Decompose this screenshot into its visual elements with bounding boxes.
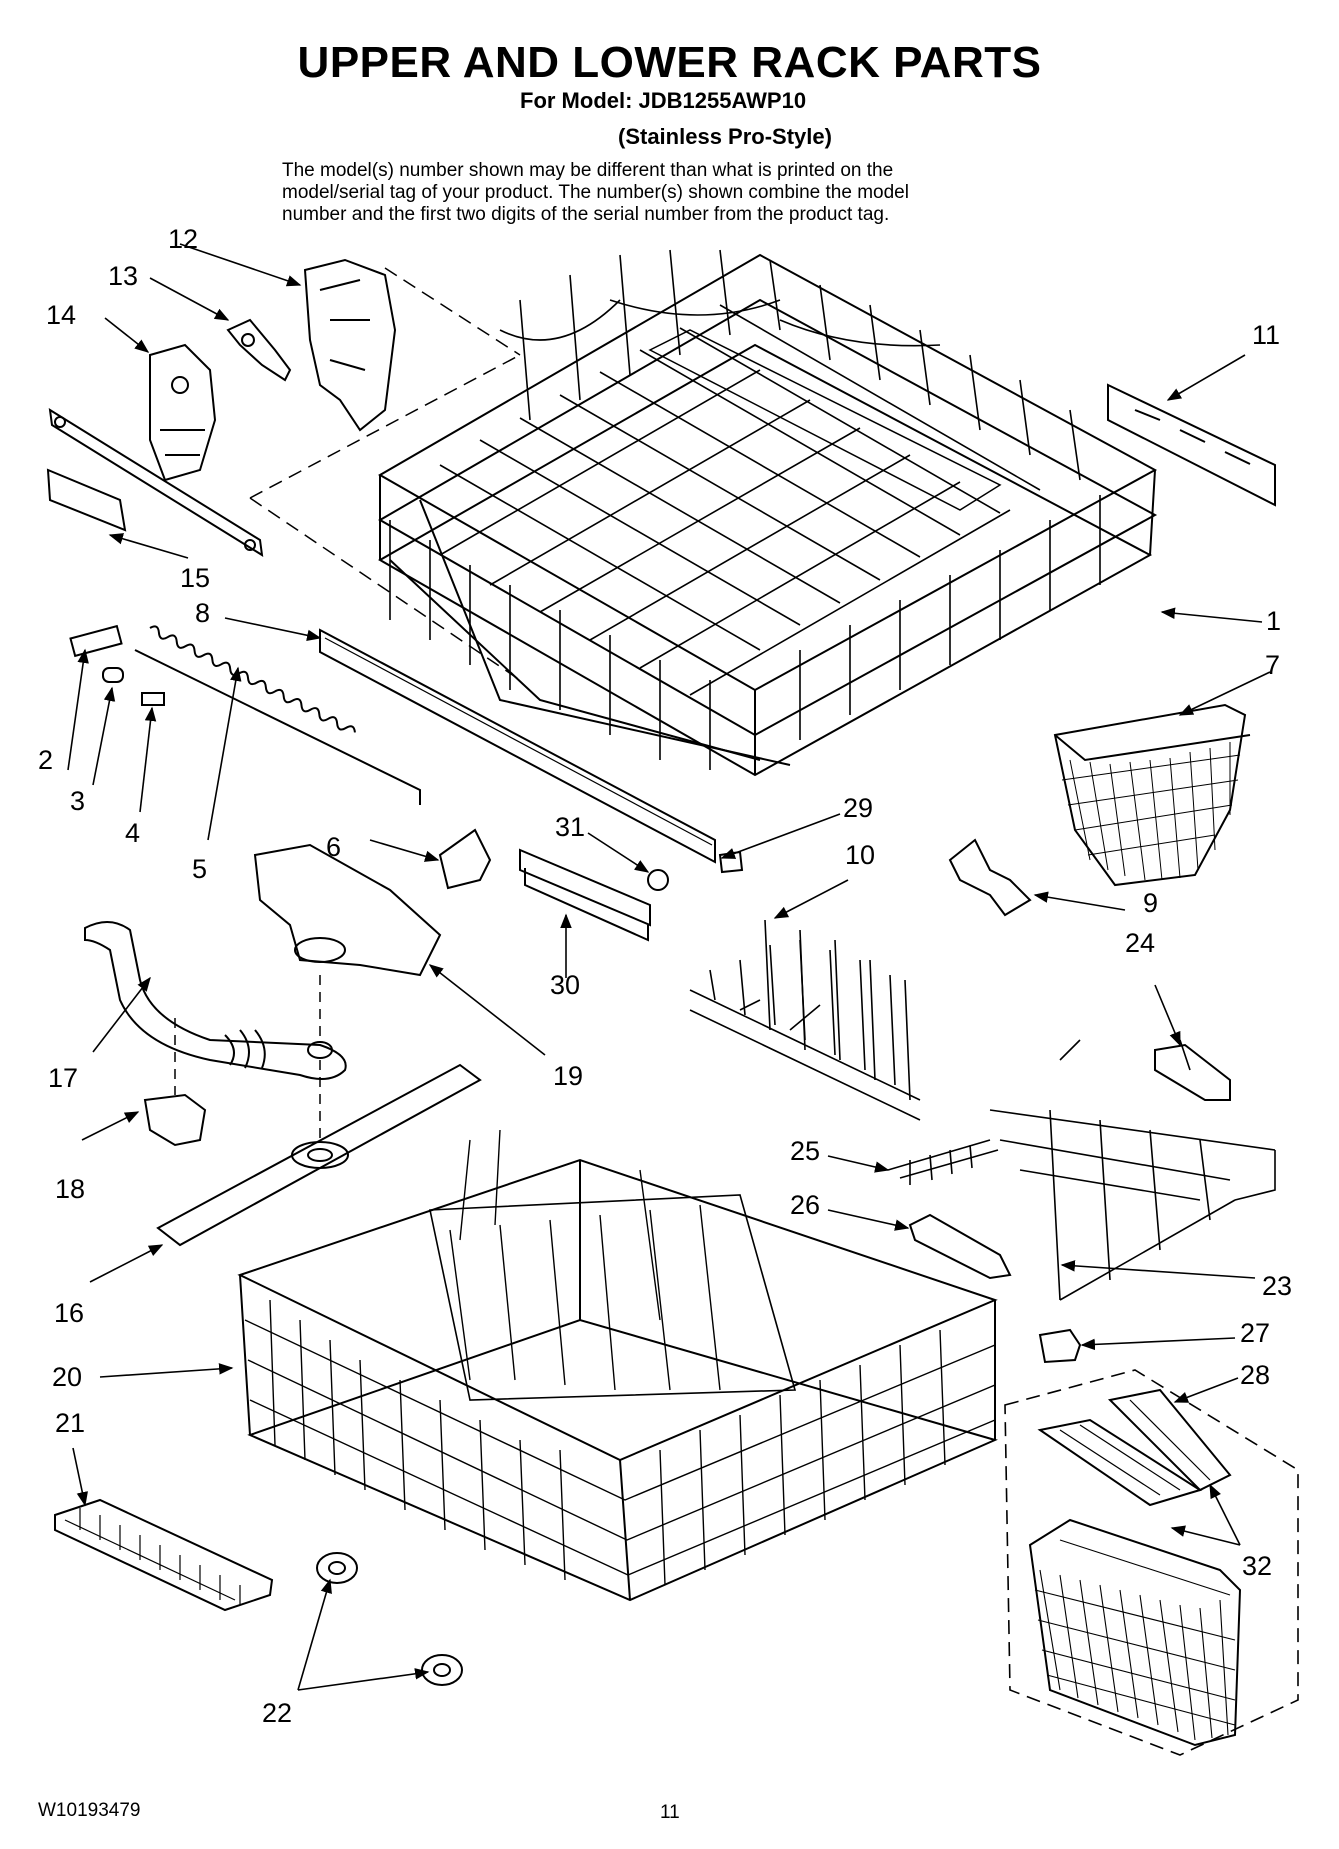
callout-26: 26 <box>790 1190 821 1220</box>
bracket-part-2 <box>69 624 123 658</box>
model-style: (Stainless Pro-Style) <box>618 124 832 149</box>
page-number: 11 <box>660 1802 680 1823</box>
lower-tine-section-part-21 <box>54 1498 274 1612</box>
callout-18: 18 <box>55 1174 86 1204</box>
tine-row-part-25 <box>887 1139 999 1185</box>
callout-28: 28 <box>1240 1360 1271 1390</box>
callout-25: 25 <box>790 1136 821 1166</box>
callout-4: 4 <box>125 818 141 848</box>
upper-rack-part-1 <box>377 249 1158 777</box>
callout-27: 27 <box>1240 1318 1271 1348</box>
rack-adjuster-cover-part-12 <box>303 258 397 432</box>
callout-31: 31 <box>555 812 586 842</box>
callout-17: 17 <box>48 1063 79 1093</box>
notice-line: model/serial tag of your product. The nu… <box>282 182 909 203</box>
notice-line: The model(s) number shown may be differe… <box>282 160 894 181</box>
callout-5: 5 <box>192 854 208 884</box>
callout-30: 30 <box>550 970 581 1000</box>
callout-13: 13 <box>108 261 139 291</box>
tine-clip-part-9 <box>948 838 1032 917</box>
lower-tine-rack-part-23 <box>989 1039 1276 1301</box>
rack-wheel-part-22 <box>316 1552 358 1584</box>
assembly-dashed-outline <box>249 267 521 681</box>
model-number: For Model: JDB1255AWP10 <box>520 88 807 113</box>
callout-12: 12 <box>168 224 199 254</box>
tine-hinge-part-24 <box>1154 1043 1231 1101</box>
ball-part-31 <box>647 869 669 891</box>
adjuster-lever-part-13 <box>226 318 292 382</box>
callout-1: 1 <box>1266 606 1282 636</box>
callout-7: 7 <box>1265 650 1281 680</box>
callout-11: 11 <box>1252 320 1281 350</box>
spray-tube-part-17 <box>84 921 347 1080</box>
callout-14: 14 <box>46 300 77 330</box>
callout-10: 10 <box>845 840 876 870</box>
spray-manifold-part-19 <box>253 843 442 977</box>
adjuster-rail-part-15 <box>46 408 264 557</box>
lower-rack-part-20 <box>237 1129 998 1602</box>
silverware-basket-part-32 <box>1028 1518 1242 1747</box>
rack-stop-part-27 <box>1038 1328 1082 1364</box>
lower-spray-arm-part-16 <box>156 1063 482 1247</box>
callout-19: 19 <box>553 1061 584 1091</box>
callout-16: 16 <box>54 1298 85 1328</box>
callout-6: 6 <box>326 832 342 862</box>
tube-support-part-18 <box>143 1093 207 1147</box>
callout-21: 21 <box>55 1408 86 1438</box>
upper-rack-rail-part-8 <box>319 628 716 864</box>
document-number: W10193479 <box>38 1800 141 1821</box>
callout-32: 32 <box>1242 1551 1273 1581</box>
bushing-part-3 <box>102 667 124 683</box>
model-notice: The model(s) number shown may be differe… <box>282 160 1082 226</box>
clip-part-4 <box>141 692 165 706</box>
callout-3: 3 <box>70 786 86 816</box>
page-title: UPPER AND LOWER RACK PARTS <box>297 38 1042 87</box>
basket-assembly-dashed-box-part-28 <box>1004 1369 1299 1756</box>
rack-wheel-part-22 <box>421 1654 463 1686</box>
callout-2: 2 <box>38 745 54 775</box>
callout-9: 9 <box>1143 888 1159 918</box>
callout-29: 29 <box>843 793 874 823</box>
rack-spring-rod-part-5 <box>134 625 421 805</box>
side-slide-rail-part-11 <box>1107 383 1276 507</box>
rail-end-cap-part-6 <box>438 828 492 890</box>
callout-8: 8 <box>195 598 211 628</box>
basket-cover-part-32 <box>1037 1388 1232 1507</box>
notice-line: number and the first two digits of the s… <box>282 204 890 225</box>
callout-23: 23 <box>1262 1271 1293 1301</box>
callout-22: 22 <box>262 1698 293 1728</box>
silverware-basket-part-7 <box>1053 703 1251 887</box>
tine-pivot-part-26 <box>908 1213 1012 1280</box>
adjuster-housing-part-14 <box>149 343 217 482</box>
callout-15: 15 <box>180 563 211 593</box>
callout-24: 24 <box>1125 928 1156 958</box>
rail-insert-part-30 <box>519 848 651 942</box>
callout-20: 20 <box>52 1362 83 1392</box>
callout-leader-lines <box>67 243 1271 1691</box>
fold-down-tine-row-part-10 <box>689 919 921 1121</box>
assembly-dashed-line <box>174 975 321 1140</box>
